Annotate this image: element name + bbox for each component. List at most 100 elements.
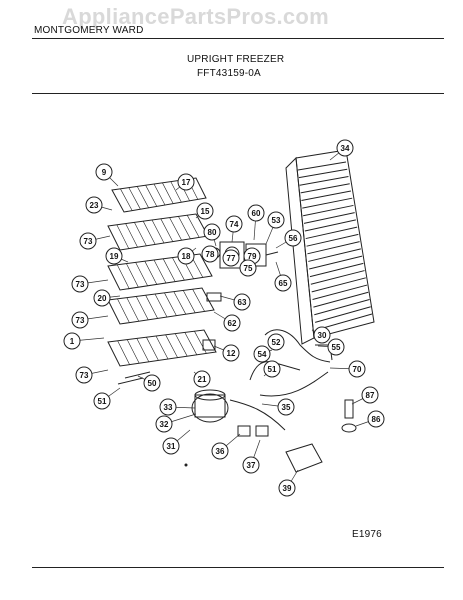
callout-number: 52 [272, 338, 281, 347]
callout-73: 73 [71, 311, 89, 329]
callout-54: 54 [253, 345, 271, 363]
callout-number: 37 [247, 461, 256, 470]
top-rule [32, 38, 444, 39]
callout-60: 60 [247, 204, 265, 222]
callout-number: 53 [272, 216, 281, 225]
callout-number: 73 [76, 316, 85, 325]
callout-number: 78 [206, 250, 215, 259]
callout-number: 19 [110, 252, 119, 261]
callout-87: 87 [361, 386, 379, 404]
callout-number: 75 [244, 264, 253, 273]
callout-number: 36 [216, 447, 225, 456]
callout-number: 56 [289, 234, 298, 243]
callout-32: 32 [155, 415, 173, 433]
header-rule [32, 93, 444, 94]
callout-number: 34 [341, 144, 350, 153]
callout-19: 19 [105, 247, 123, 265]
shelf-drawing [107, 287, 215, 325]
callout-number: 63 [238, 298, 247, 307]
callout-74: 74 [225, 215, 243, 233]
callout-36: 36 [211, 442, 229, 460]
callout-78: 78 [201, 245, 219, 263]
callout-number: 87 [366, 391, 375, 400]
callout-number: 12 [227, 349, 236, 358]
callout-23: 23 [85, 196, 103, 214]
callout-number: 23 [90, 201, 99, 210]
callout-number: 80 [208, 228, 217, 237]
callout-number: 60 [252, 209, 261, 218]
callout-73: 73 [71, 275, 89, 293]
callout-number: 20 [98, 294, 107, 303]
callout-number: 79 [248, 252, 257, 261]
callout-number: 55 [332, 343, 341, 352]
callout-62: 62 [223, 314, 241, 332]
shelf-drawing [107, 329, 217, 367]
callout-86: 86 [367, 410, 385, 428]
callout-73: 73 [75, 366, 93, 384]
shelf-drawing [107, 213, 209, 251]
callout-63: 63 [233, 293, 251, 311]
callout-number: 31 [167, 442, 176, 451]
callout-number: 54 [258, 350, 267, 359]
callout-number: 86 [372, 415, 381, 424]
shelf-drawing [107, 253, 213, 291]
callout-34: 34 [336, 139, 354, 157]
callout-number: 74 [230, 220, 239, 229]
diagram-title: UPRIGHT FREEZER [187, 54, 285, 65]
diagram-code: E1976 [352, 529, 382, 540]
callout-number: 73 [84, 237, 93, 246]
model-number: FFT43159-0A [197, 68, 261, 79]
reference-dot [184, 463, 188, 467]
callout-number: 9 [102, 168, 107, 177]
condenser-coil-drawing [285, 149, 375, 345]
callout-80: 80 [203, 223, 221, 241]
callout-50: 50 [143, 374, 161, 392]
callout-number: 33 [164, 403, 173, 412]
shelf-drawing [111, 177, 207, 213]
callout-number: 39 [283, 484, 292, 493]
callout-number: 65 [279, 279, 288, 288]
callout-number: 77 [227, 254, 236, 263]
callout-52: 52 [267, 333, 285, 351]
callout-37: 37 [242, 456, 260, 474]
callout-number: 62 [228, 319, 237, 328]
compressor-drawing [191, 389, 229, 423]
callout-73: 73 [79, 232, 97, 250]
callout-1: 1 [63, 332, 81, 350]
callout-70: 70 [348, 360, 366, 378]
callout-number: 21 [198, 375, 207, 384]
callout-77: 77 [222, 249, 240, 267]
callout-30: 30 [313, 326, 331, 344]
callout-18: 18 [177, 247, 195, 265]
callout-number: 17 [182, 178, 191, 187]
callout-35: 35 [277, 398, 295, 416]
callout-number: 70 [353, 365, 362, 374]
callout-56: 56 [284, 229, 302, 247]
callout-number: 1 [70, 337, 75, 346]
callout-21: 21 [193, 370, 211, 388]
callout-33: 33 [159, 398, 177, 416]
callout-15: 15 [196, 202, 214, 220]
watermark: AppliancePartsPros.com [62, 4, 330, 29]
callout-number: 51 [268, 365, 277, 374]
callout-number: 15 [201, 207, 210, 216]
callout-9: 9 [95, 163, 113, 181]
callout-20: 20 [93, 289, 111, 307]
small-parts-drawing [117, 292, 357, 433]
callout-53: 53 [267, 211, 285, 229]
callout-number: 18 [182, 252, 191, 261]
callout-number: 73 [80, 371, 89, 380]
callout-75: 75 [239, 259, 257, 277]
callout-51: 51 [93, 392, 111, 410]
bottom-rule [32, 567, 444, 568]
callout-12: 12 [222, 344, 240, 362]
callout-65: 65 [274, 274, 292, 292]
callout-number: 51 [98, 397, 107, 406]
callout-number: 73 [76, 280, 85, 289]
callout-number: 50 [148, 379, 157, 388]
callout-number: 35 [282, 403, 291, 412]
callout-51: 51 [263, 360, 281, 378]
callout-55: 55 [327, 338, 345, 356]
